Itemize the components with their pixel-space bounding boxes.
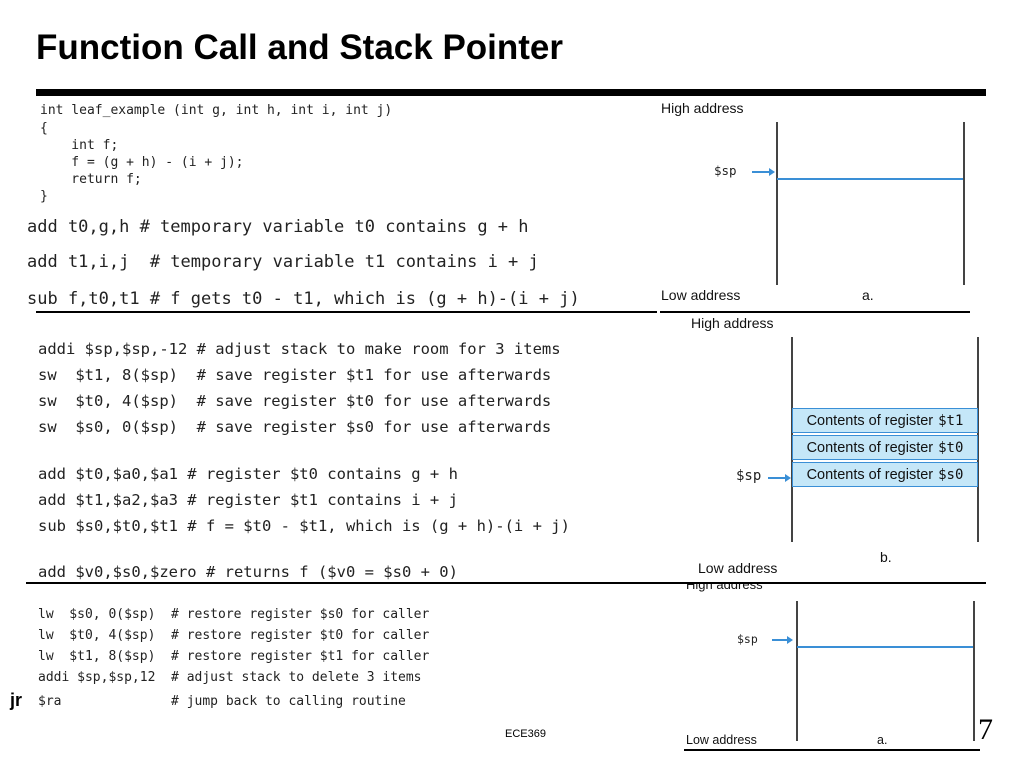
diagram-tag: b. bbox=[880, 549, 892, 565]
high-address-clip: High address bbox=[680, 584, 820, 595]
sp-label: $sp bbox=[714, 163, 737, 178]
code-line: } bbox=[40, 189, 48, 204]
code-line: sub f,t0,t1 # f gets t0 - t1, which is (… bbox=[27, 289, 580, 309]
code-line: addi $sp,$sp,-12 # adjust stack to make … bbox=[38, 340, 561, 358]
diagram-tag: a. bbox=[862, 287, 874, 303]
code-line: add t1,i,j # temporary variable t1 conta… bbox=[27, 252, 539, 272]
high-address-label: High address bbox=[686, 584, 763, 592]
register-name: $t0 bbox=[938, 439, 964, 456]
code-line: { bbox=[40, 121, 48, 136]
code-line: int leaf_example (int g, int h, int i, i… bbox=[40, 103, 393, 118]
high-address-label: High address bbox=[691, 315, 774, 331]
sp-arrow-icon bbox=[768, 474, 791, 482]
return-code-line: add $v0,$s0,$zero # returns f ($v0 = $s0… bbox=[38, 563, 458, 581]
code-line: addi $sp,$sp,12 # adjust stack to delete… bbox=[38, 670, 422, 685]
stack-pointer-line bbox=[797, 646, 973, 648]
code-line: sw $t1, 8($sp) # save register $t1 for u… bbox=[38, 366, 552, 384]
low-address-label: Low address bbox=[661, 287, 741, 303]
jr-keyword: jr bbox=[10, 690, 23, 710]
stack-right-edge bbox=[963, 122, 965, 285]
page-title: Function Call and Stack Pointer bbox=[36, 28, 564, 67]
code-line: $ra # jump back to calling routine bbox=[38, 694, 406, 709]
stack-cell-label: Contents of register bbox=[806, 466, 934, 483]
sp-label: $sp bbox=[737, 632, 758, 646]
code-line: add t0,g,h # temporary variable t0 conta… bbox=[27, 217, 529, 237]
stack-pointer-line bbox=[777, 178, 963, 180]
code-line: add $t1,$a2,$a3 # register $t1 contains … bbox=[38, 491, 458, 509]
low-address-label: Low address bbox=[698, 560, 778, 576]
code-line: f = (g + h) - (i + j); bbox=[40, 155, 244, 170]
high-address-label: High address bbox=[661, 100, 744, 116]
stack-left-edge bbox=[791, 337, 793, 542]
code-line: return f; bbox=[40, 172, 142, 187]
footer-course: ECE369 bbox=[505, 728, 546, 740]
stack-right-edge bbox=[973, 601, 975, 741]
code-line: int f; bbox=[40, 138, 119, 153]
stack-cell-label: Contents of register bbox=[806, 439, 934, 456]
title-rule bbox=[36, 89, 986, 96]
code-line: sw $t0, 4($sp) # save register $t0 for u… bbox=[38, 392, 552, 410]
page-number: 7 bbox=[978, 713, 993, 746]
register-name: $s0 bbox=[938, 466, 964, 483]
section-divider bbox=[26, 582, 986, 584]
section-divider bbox=[660, 311, 970, 313]
stack-cell: Contents of register$t0 bbox=[792, 435, 978, 460]
code-line: add $t0,$a0,$a1 # register $t0 contains … bbox=[38, 465, 458, 483]
sp-arrow-icon bbox=[752, 168, 775, 176]
code-line: lw $t1, 8($sp) # restore register $t1 fo… bbox=[38, 649, 430, 664]
register-name: $t1 bbox=[938, 412, 964, 429]
stack-left-edge bbox=[776, 122, 778, 285]
low-address-label: Low address bbox=[686, 733, 757, 747]
sp-arrow-icon bbox=[772, 636, 793, 644]
stack-cell: Contents of register$t1 bbox=[792, 408, 978, 433]
code-line: lw $s0, 0($sp) # restore register $s0 fo… bbox=[38, 607, 430, 622]
stack-cell-label: Contents of register bbox=[806, 412, 934, 429]
sp-label: $sp bbox=[736, 468, 762, 484]
code-line: sub $s0,$t0,$t1 # f = $t0 - $t1, which i… bbox=[38, 517, 570, 535]
diagram-baseline bbox=[684, 749, 980, 751]
stack-left-edge bbox=[796, 601, 798, 741]
code-line: lw $t0, 4($sp) # restore register $t0 fo… bbox=[38, 628, 430, 643]
section-divider bbox=[36, 311, 657, 313]
diagram-tag: a. bbox=[877, 733, 888, 747]
stack-cell: Contents of register$s0 bbox=[792, 462, 978, 487]
code-line: sw $s0, 0($sp) # save register $s0 for u… bbox=[38, 418, 552, 436]
